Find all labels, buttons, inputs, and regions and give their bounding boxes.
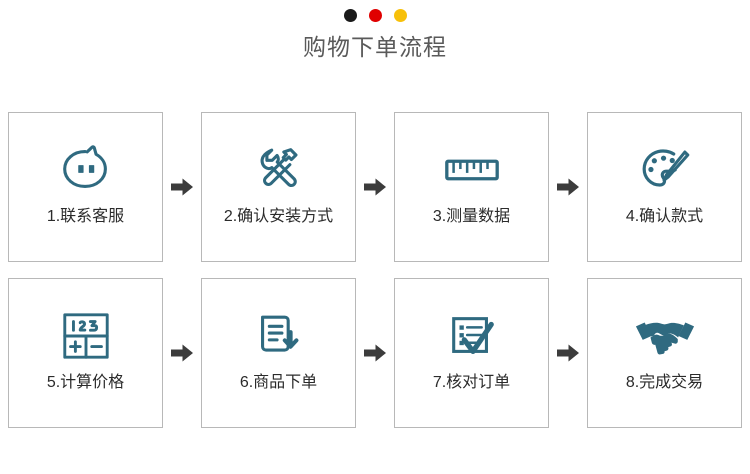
arrow-right-icon — [356, 278, 394, 428]
step-card-6[interactable]: 6.商品下单 — [201, 278, 356, 428]
steps-grid: 1.联系客服 — [8, 112, 742, 428]
arrow-right-icon — [356, 112, 394, 262]
step-label: 6.商品下单 — [239, 374, 318, 391]
palette-brush-icon — [634, 133, 696, 207]
step-label: 3.测量数据 — [432, 208, 511, 225]
step-label: 5.计算价格 — [46, 374, 125, 391]
dot-black-icon — [343, 8, 357, 22]
header-dots — [0, 0, 750, 23]
arrow-right-icon — [549, 112, 587, 262]
step-label: 1.联系客服 — [46, 208, 125, 225]
arrow-right-icon — [549, 278, 587, 428]
dot-yellow-icon — [393, 8, 407, 22]
arrow-right-icon — [163, 278, 201, 428]
document-download-icon — [250, 299, 308, 373]
arrow-right-icon — [163, 112, 201, 262]
hammer-wrench-icon — [248, 133, 310, 207]
step-label: 2.确认安装方式 — [223, 208, 334, 225]
page-title: 购物下单流程 — [303, 34, 447, 60]
step-card-2[interactable]: 2.确认安装方式 — [201, 112, 356, 262]
step-card-4[interactable]: 4.确认款式 — [587, 112, 742, 262]
chat-face-icon — [55, 133, 117, 207]
checklist-check-icon — [443, 299, 501, 373]
step-label: 4.确认款式 — [625, 208, 704, 225]
handshake-icon — [634, 299, 696, 373]
calculator-icon — [59, 299, 113, 373]
step-label: 8.完成交易 — [625, 374, 704, 391]
step-card-1[interactable]: 1.联系客服 — [8, 112, 163, 262]
ruler-icon — [441, 133, 503, 207]
steps-row-2: 5.计算价格 — [8, 278, 742, 428]
step-card-3[interactable]: 3.测量数据 — [394, 112, 549, 262]
steps-row-1: 1.联系客服 — [8, 112, 742, 262]
dot-red-icon — [368, 8, 382, 22]
step-card-5[interactable]: 5.计算价格 — [8, 278, 163, 428]
step-card-7[interactable]: 7.核对订单 — [394, 278, 549, 428]
step-card-8[interactable]: 8.完成交易 — [587, 278, 742, 428]
step-label: 7.核对订单 — [432, 374, 511, 391]
